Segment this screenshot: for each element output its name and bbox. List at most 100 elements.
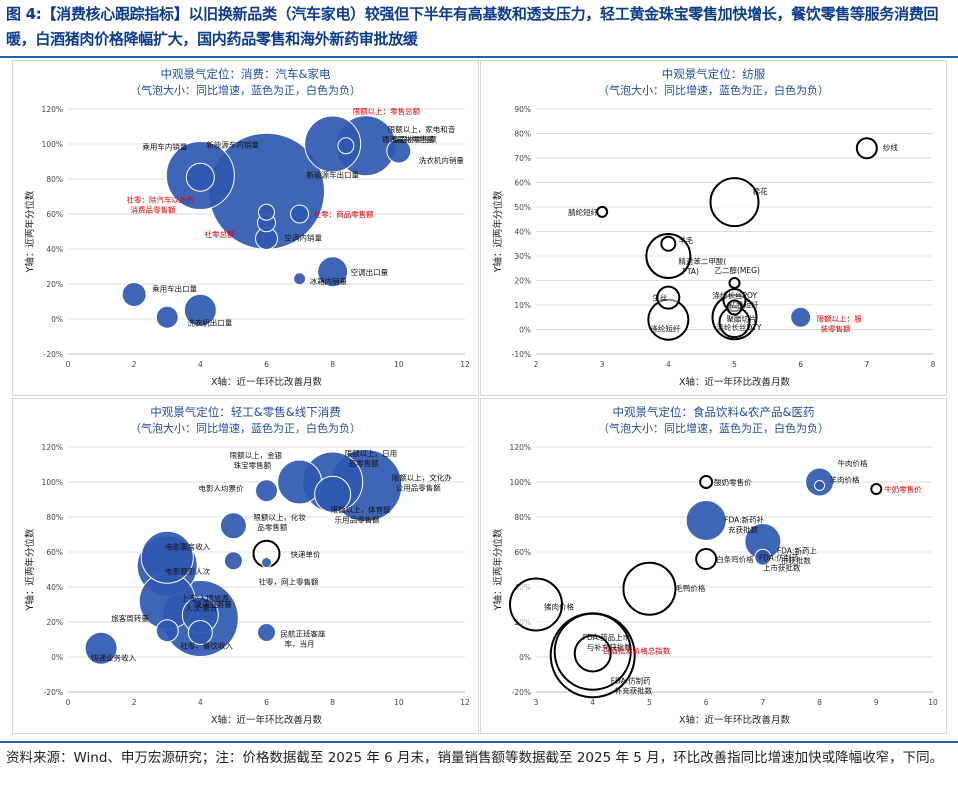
bubble-label: FDA:新药上市获批数 — [777, 546, 817, 566]
bubble-label: 乙二醇(MEG) — [715, 265, 760, 275]
y-axis-label: Y轴：近两年分位数 — [24, 528, 36, 611]
bubble-label: 涤纶长丝DTY — [717, 322, 762, 332]
x-tick-label: 4 — [198, 698, 203, 707]
y-tick-label: 60% — [514, 179, 531, 188]
y-tick-label: 100% — [510, 478, 531, 487]
bubble-mark — [814, 480, 826, 491]
chart-title: 中观景气定位：消费：汽车&家电 — [161, 67, 331, 81]
chart-subtitle: （气泡大小：同比增速，蓝色为正，白色为负） — [130, 83, 361, 97]
bubble-label: 限额以上，体育娱乐用品零售额 — [331, 504, 391, 524]
bubble-mark — [293, 272, 307, 286]
bubble-mark — [699, 475, 714, 489]
bubble-label: 牛奶零售价 — [884, 484, 922, 494]
bubble-label: FDA:仿制药上市获批数 — [759, 552, 801, 572]
bubble-label: 社零总额 — [205, 229, 235, 239]
x-tick-label: 5 — [647, 698, 652, 707]
y-tick-label: 60% — [46, 548, 63, 557]
x-tick-label: 6 — [704, 698, 709, 707]
bubble-label: 快递单价 — [291, 549, 321, 559]
bubble-mark — [386, 138, 412, 164]
bubble-mark — [726, 299, 743, 316]
bubble-label: 社零，网上零售额 — [259, 577, 319, 587]
bubble-label: 酸奶零售价 — [714, 477, 752, 487]
bubble-label: 乘用车内销量 — [142, 141, 187, 151]
y-tick-label: 70% — [514, 154, 531, 163]
y-axis-label: Y轴：近两年分位数 — [492, 528, 504, 611]
x-tick-label: 4 — [666, 360, 671, 369]
bubble-label: 粘胶短纤 — [729, 299, 759, 309]
y-tick-label: 100% — [42, 140, 63, 149]
x-tick-label: 8 — [931, 360, 936, 369]
bubble-mark — [121, 282, 147, 307]
bubble-mark — [685, 500, 727, 541]
chart-panel-auto-appliance: 中观景气定位：消费：汽车&家电 （气泡大小：同比增速，蓝色为正，白色为负） -20%… — [12, 60, 479, 396]
bubble-mark — [140, 530, 194, 584]
bubble-label: 空调出口量 — [351, 267, 389, 277]
bubble-label: 腈纶短纤 — [568, 207, 598, 217]
bubble-mark — [509, 577, 563, 632]
x-axis-label: X轴：近一年环比改善月数 — [679, 714, 791, 726]
bubble-label: 白条鸡价格 — [716, 554, 754, 564]
source-note: 资料来源：Wind、申万宏源研究；注：价格数据截至 2025 年 6 月末，销量… — [6, 750, 944, 766]
bubble-mark — [790, 306, 812, 328]
bubble-mark — [290, 204, 310, 224]
bubble-mark — [219, 512, 247, 540]
bubble-mark — [223, 551, 243, 571]
bubble-label: 快递业务量 — [194, 599, 232, 609]
bubble-mark — [155, 305, 179, 329]
chart-subtitle: （气泡大小：同比增速，蓝色为正，白色为负） — [598, 83, 829, 97]
bubble-label: 洗衣机出口量 — [187, 317, 232, 327]
y-tick-label: 80% — [514, 513, 531, 522]
bubble-mark — [870, 483, 883, 495]
bubble-label: 毛鸭价格 — [675, 583, 705, 593]
x-tick-label: 8 — [330, 698, 335, 707]
bubble-label: 涤纶长丝POY — [713, 290, 758, 300]
x-tick-label: 4 — [198, 360, 203, 369]
bubble-label: 新能源车出口量 — [307, 169, 360, 179]
bubble-label: 限额以上，文化办公用品零售额 — [392, 473, 452, 493]
y-tick-label: 120% — [510, 443, 531, 452]
bubble-mark — [709, 177, 760, 228]
y-tick-label: 60% — [514, 548, 531, 557]
y-tick-label: -20% — [512, 688, 531, 697]
x-tick-label: 10 — [928, 698, 938, 707]
bubble-label: 社零：商品零售额 — [314, 209, 374, 219]
bubble-label: 乘用车出口量 — [152, 284, 197, 294]
bubble-mark — [645, 233, 692, 279]
x-tick-label: 6 — [264, 698, 269, 707]
y-tick-label: 100% — [42, 478, 63, 487]
bubble-mark — [304, 115, 362, 173]
bubble-label: 聚酯切片 — [727, 313, 757, 323]
bubble-label: FDA:药品上市与补充获批数 — [583, 632, 632, 652]
chart-title: 中观景气定位：纺服 — [662, 67, 766, 81]
y-tick-label: 120% — [42, 105, 63, 114]
y-tick-label: 20% — [46, 618, 63, 627]
y-tick-label: 120% — [42, 443, 63, 452]
bubble-label: 羊毛 — [678, 235, 693, 245]
bubble-label: FDA:仿制药补充获批数 — [611, 675, 653, 695]
bubble-label: 洗衣机内销量 — [419, 155, 464, 165]
bubble-label: 冰箱内销量 — [310, 276, 348, 286]
chart-title: 中观景气定位：食品饮料&农产品&医药 — [613, 405, 815, 419]
bubble-mark — [258, 203, 275, 221]
x-tick-label: 3 — [600, 360, 605, 369]
x-tick-label: 12 — [460, 698, 470, 707]
bubble-mark — [596, 205, 609, 218]
y-tick-label: -20% — [44, 350, 63, 359]
bubble-label: 快递业务收入 — [91, 652, 136, 662]
bubble-chart-light-industry-retail: 中观景气定位：轻工&零售&线下消费（气泡大小：同比增速，蓝色为正，白色为负）-2… — [24, 405, 470, 726]
x-tick-label: 12 — [460, 360, 470, 369]
bubble-mark — [255, 479, 278, 503]
bubble-label: 限额以上，日用品零售额 — [345, 448, 398, 468]
y-tick-label: 80% — [46, 175, 63, 184]
x-tick-label: 8 — [817, 698, 822, 707]
bubble-label: 猪肉价格 — [544, 602, 574, 612]
title-rule — [0, 56, 958, 58]
bubble-label: FDA:新药补充获批数 — [724, 515, 764, 535]
bubble-label: 电影人均票价 — [199, 483, 244, 493]
x-tick-label: 5 — [732, 360, 737, 369]
x-tick-label: 4 — [590, 698, 595, 707]
bubble-chart-food-agri-pharma: 中观景气定位：食品饮料&农产品&医药（气泡大小：同比增速，蓝色为正，白色为负）-… — [492, 405, 938, 726]
bubble-mark — [84, 631, 118, 665]
bubble-mark — [317, 256, 349, 288]
